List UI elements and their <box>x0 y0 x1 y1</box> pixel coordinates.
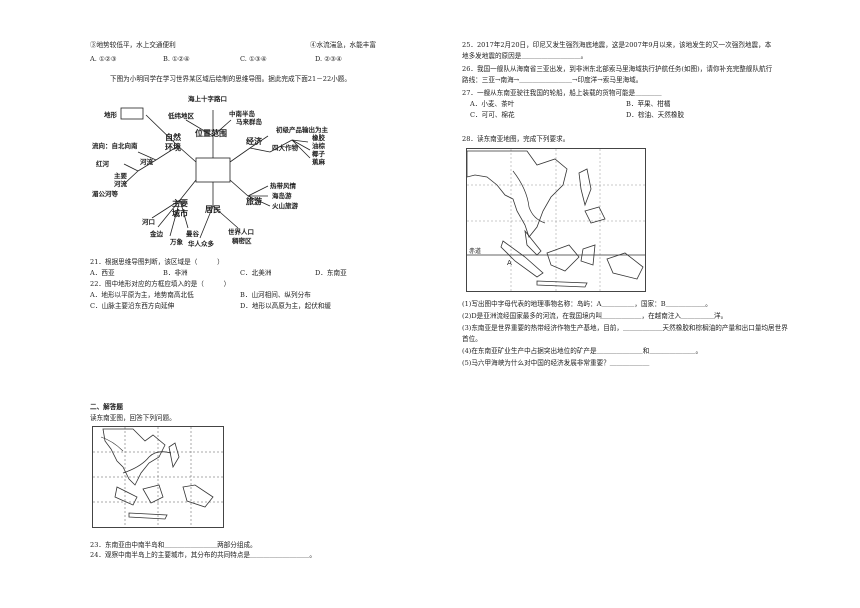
mm-zhongnan: 中南半岛 <box>229 109 256 118</box>
choice-b: B. ①②④ <box>163 55 190 63</box>
mm-jumin: 居民 <box>205 205 221 214</box>
q27-c: C．可可、棉花 <box>470 111 515 119</box>
mm-jingji: 经济 <box>246 136 263 146</box>
mm-yezi: 椰子 <box>312 149 326 158</box>
mm-huanjing: 环境 <box>165 142 181 152</box>
mm-sida: 四大作物 <box>272 143 299 152</box>
option-3: ③地势较低平，水上交通便利 <box>90 41 176 49</box>
mm-mangu: 曼谷 <box>186 229 200 238</box>
mm-huaren: 华人众多 <box>188 239 215 248</box>
mm-wanxiang: 万象 <box>169 237 184 246</box>
q22-b: B．山河相间、纵列分布 <box>240 291 311 299</box>
left-column: ③地势较低平，水上交通便利 ④水流湍急，水能丰富 A. ①②③ B. ①②④ C… <box>88 0 438 608</box>
sub-5: (5)马六甲海峡为什么对中国的经济发展非常重要？＿＿＿＿＿＿ <box>462 359 650 367</box>
mm-choumi: 稠密区 <box>231 236 252 245</box>
mm-chuji: 初级产品输出为主 <box>276 125 329 134</box>
q24: 24．观察中南半岛上的主要城市，其分布的共同特点是＿＿＿＿＿＿＿＿＿。 <box>90 551 316 559</box>
q27: 27．一艘从东南亚驶往我国的轮船，船上装载的货物可能是＿＿＿＿ <box>462 89 662 97</box>
read-map: 读东南亚图，回答下列问题。 <box>90 414 176 422</box>
map2-label-eq: 赤道 <box>469 247 481 255</box>
mm-weizhi: 位置范围 <box>195 128 227 138</box>
southeast-asia-map-1 <box>92 426 224 528</box>
q22-a: A．地形以平原为主，地势南高北低 <box>90 291 194 299</box>
mm-chengshi: 城市 <box>172 208 188 218</box>
mm-liuxiang: 流向：自北向南 <box>92 141 138 150</box>
mm-heliu2: 河流 <box>114 179 128 188</box>
mm-huoshan: 火山旅游 <box>272 201 299 210</box>
choice-c: C. ①③④ <box>240 55 267 63</box>
q26-line1: 26．我国一舰队从海南省三亚出发，到非洲东北部索马里海域执行护航任务(如图)，请… <box>462 65 773 73</box>
mm-diwei: 低纬地区 <box>167 111 195 120</box>
mm-ziran: 自然 <box>165 132 181 142</box>
q27-d: D．棕油、天然橡胶 <box>626 111 685 119</box>
mm-jiaoma: 蕉麻 <box>312 157 326 166</box>
q25-line1: 25．2017年2月20日，印尼又发生强烈海底地震，这是2007年9月以来，该地… <box>462 41 772 49</box>
choice-d: D. ②③④ <box>315 55 342 63</box>
mm-jinbian: 金边 <box>149 229 164 238</box>
mm-shijie: 世界人口 <box>228 227 254 236</box>
q23: 23．东南亚由中南半岛和＿＿＿＿＿＿＿＿两部分组成。 <box>90 541 257 549</box>
mm-zhuyao-hl: 主要 <box>114 171 128 180</box>
mm-dixing: 地形 <box>104 110 118 119</box>
q21-c: C．北美洲 <box>240 269 272 277</box>
q21-b: B．非洲 <box>163 269 188 277</box>
sub-3-line2: 首位。 <box>462 335 482 343</box>
mm-heliu: 河流 <box>140 157 154 166</box>
q26-line2: 路线：三亚→南海→＿＿＿＿＿＿＿＿→印度洋→索马里海域。 <box>462 76 643 84</box>
mm-zhuyao-cs: 主要 <box>172 198 188 208</box>
mm-redai: 热带风情 <box>270 181 297 190</box>
mm-malai: 马来群岛 <box>236 117 263 126</box>
q27-a: A．小麦、茶叶 <box>470 100 515 108</box>
q22-d: D．地形以高原为主，起伏和缓 <box>240 302 332 310</box>
q21: 21．根据思维导图判断，该区域是（ ） <box>90 258 224 266</box>
section-title: 二、解答题 <box>90 403 123 411</box>
mm-hekou: 河口 <box>142 217 155 226</box>
q25-line2: 地多发地震的原因是＿＿＿＿＿＿＿＿＿。 <box>462 52 588 60</box>
mm-honghe: 红河 <box>96 159 110 168</box>
mm-xiangjiao: 橡胶 <box>312 133 326 142</box>
q22: 22．图中地形对应的方框应填入的是（ ） <box>90 280 231 288</box>
mm-haidao: 海岛游 <box>272 191 292 200</box>
q21-d: D．东南亚 <box>315 269 347 277</box>
sub-4: (4)在东南亚矿业生产中占据突出地位的矿产是＿＿＿＿＿＿＿和＿＿＿＿＿＿＿。 <box>462 347 703 355</box>
mm-youzong: 油棕 <box>312 141 326 150</box>
sub-3-line1: (3)东南亚是世界重要的热带经济作物生产基地，目前，＿＿＿＿＿＿天然橡胶和棕榈油… <box>462 324 788 332</box>
q22-c: C．山脉主要沿东西方向延伸 <box>90 302 175 310</box>
mind-map: 海上十字路口 低纬地区 中南半岛 马来群岛 位置范围 地形 自然 环境 流向：自… <box>92 94 329 248</box>
right-column: 25．2017年2月20日，印尼又发生强烈海底地震，这是2007年9月以来，该地… <box>462 0 802 608</box>
sub-1: (1)写出图中字母代表的地理事物名称：岛屿：A＿＿＿＿＿，国家：B＿＿＿＿＿＿。 <box>462 300 712 308</box>
q28: 28．读东南亚地图，完成下列要求。 <box>462 135 570 143</box>
sub-2: (2)D是亚洲流经国家最多的河流，在我国境内叫＿＿＿＿＿＿，在越南注入＿＿＿＿＿… <box>462 312 728 320</box>
map2-label-a: A <box>507 259 512 267</box>
intro-21-22: 下图为小明同学在学习世界某区域后绘制的思维导图。据此完成下面21－22小题。 <box>110 75 351 83</box>
mm-meigong: 湄公河等 <box>92 189 119 198</box>
mm-lvyou: 旅游 <box>246 196 262 206</box>
mm-haishang: 海上十字路口 <box>188 94 227 103</box>
southeast-asia-map-2: 赤道 A <box>466 148 646 292</box>
q27-b: B．苹果、柑橘 <box>626 100 671 108</box>
q21-a: A．西亚 <box>90 269 115 277</box>
choice-a: A. ①②③ <box>90 55 117 63</box>
option-4: ④水流湍急，水能丰富 <box>310 41 376 49</box>
